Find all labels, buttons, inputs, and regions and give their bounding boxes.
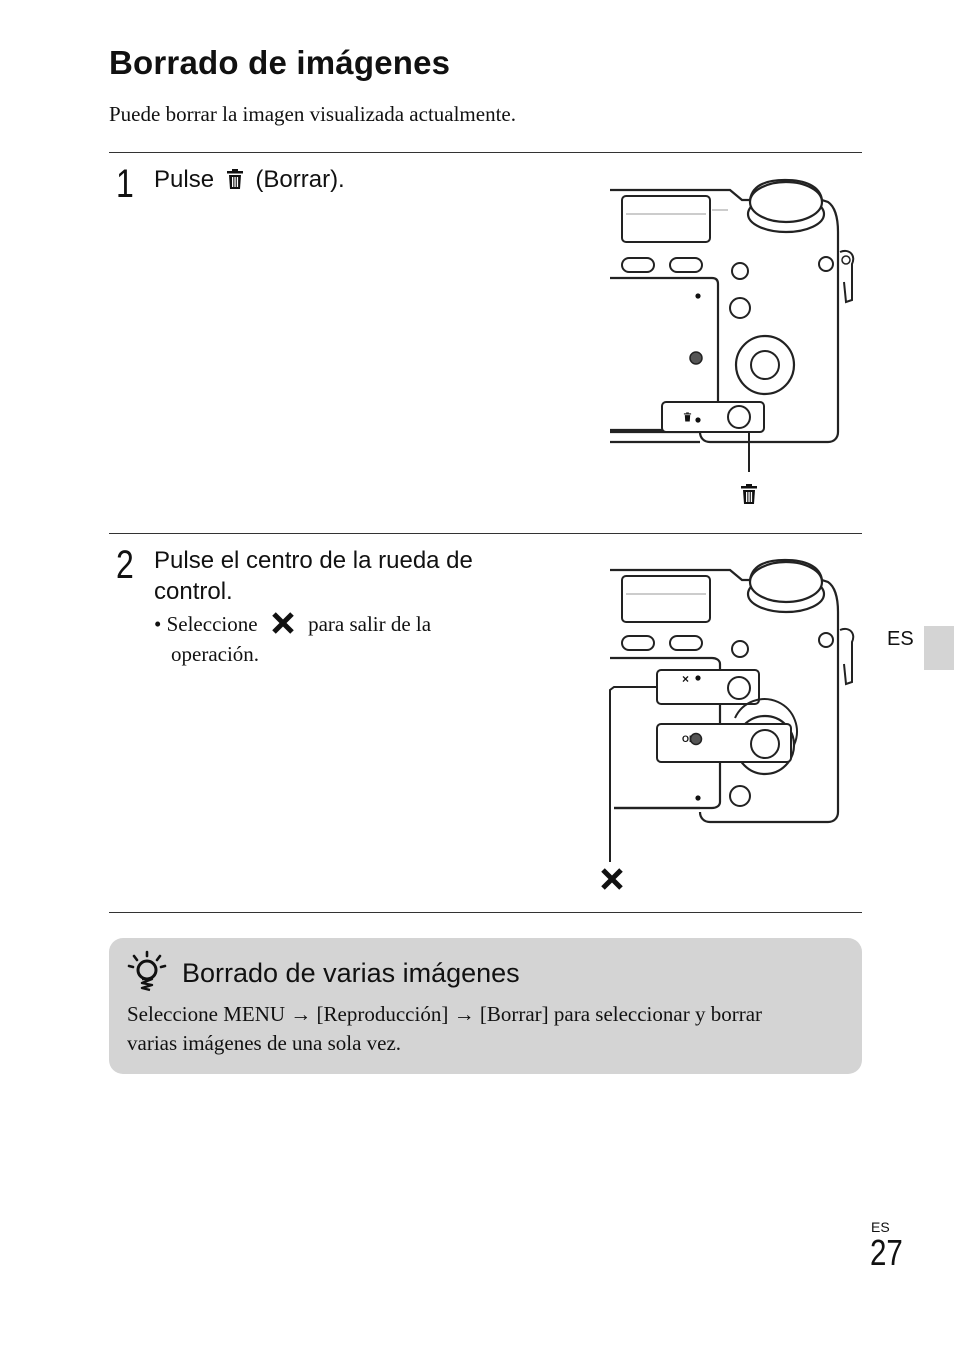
- trash-icon: [226, 169, 243, 189]
- trash-icon: [683, 412, 692, 422]
- bullet-text-after: para salir de la: [308, 612, 432, 636]
- arrow-icon: →: [453, 1002, 475, 1026]
- cross-icon: [272, 612, 294, 634]
- divider: [109, 912, 862, 913]
- language-tab-label: ES: [887, 628, 914, 650]
- camera-figure-1: [610, 178, 855, 504]
- hint-playback-text: [Reproducción]: [316, 1002, 449, 1026]
- step-2-line-1: Pulse el centro de la rueda de: [154, 547, 473, 574]
- step-number-1: 1: [116, 162, 134, 206]
- step-1-text-after: (Borrar).: [255, 166, 345, 193]
- bullet-text-before: • Seleccione: [154, 612, 258, 636]
- ok-button-label: OK: [682, 734, 696, 744]
- step-1-text-before: Pulse: [154, 166, 215, 193]
- step-2-line-2: control.: [154, 578, 233, 605]
- trash-button: [727, 405, 751, 429]
- step-1-text: Pulse (Borrar).: [154, 164, 345, 195]
- ok-center-button: [750, 729, 780, 759]
- divider: [109, 152, 862, 153]
- step-2-bullet-line-2: operación.: [171, 642, 260, 666]
- intro-text: Puede borrar la imagen visualizada actua…: [109, 102, 516, 126]
- hint-line-2: varias imágenes de una sola vez.: [127, 1031, 402, 1055]
- step-2-bullet: • Seleccione para salir de la: [154, 609, 431, 639]
- camera-figure-2: × OK: [601, 558, 855, 890]
- hint-delete-text: [Borrar] para seleccionar y borrar: [479, 1002, 763, 1026]
- hint-title: Borrado de varias imágenes: [182, 958, 520, 988]
- language-tab: [924, 626, 954, 670]
- hint-body: Seleccione MENU → [Reproducción] → [Borr…: [127, 1000, 847, 1058]
- page-title: Borrado de imágenes: [109, 44, 451, 81]
- hint-menu-text: Seleccione MENU: [127, 1002, 286, 1026]
- page-number: 27: [870, 1232, 903, 1273]
- hint-lightbulb-icon: [127, 950, 167, 992]
- divider: [109, 533, 862, 534]
- cross-icon: [601, 868, 623, 890]
- hint-box: [109, 938, 862, 1074]
- cross-button-label: ×: [682, 672, 689, 686]
- cross-button: [727, 676, 751, 700]
- trash-icon: [741, 484, 757, 504]
- footer-language: ES: [871, 1219, 890, 1235]
- arrow-icon: →: [290, 1002, 312, 1026]
- step-number-2: 2: [116, 543, 134, 587]
